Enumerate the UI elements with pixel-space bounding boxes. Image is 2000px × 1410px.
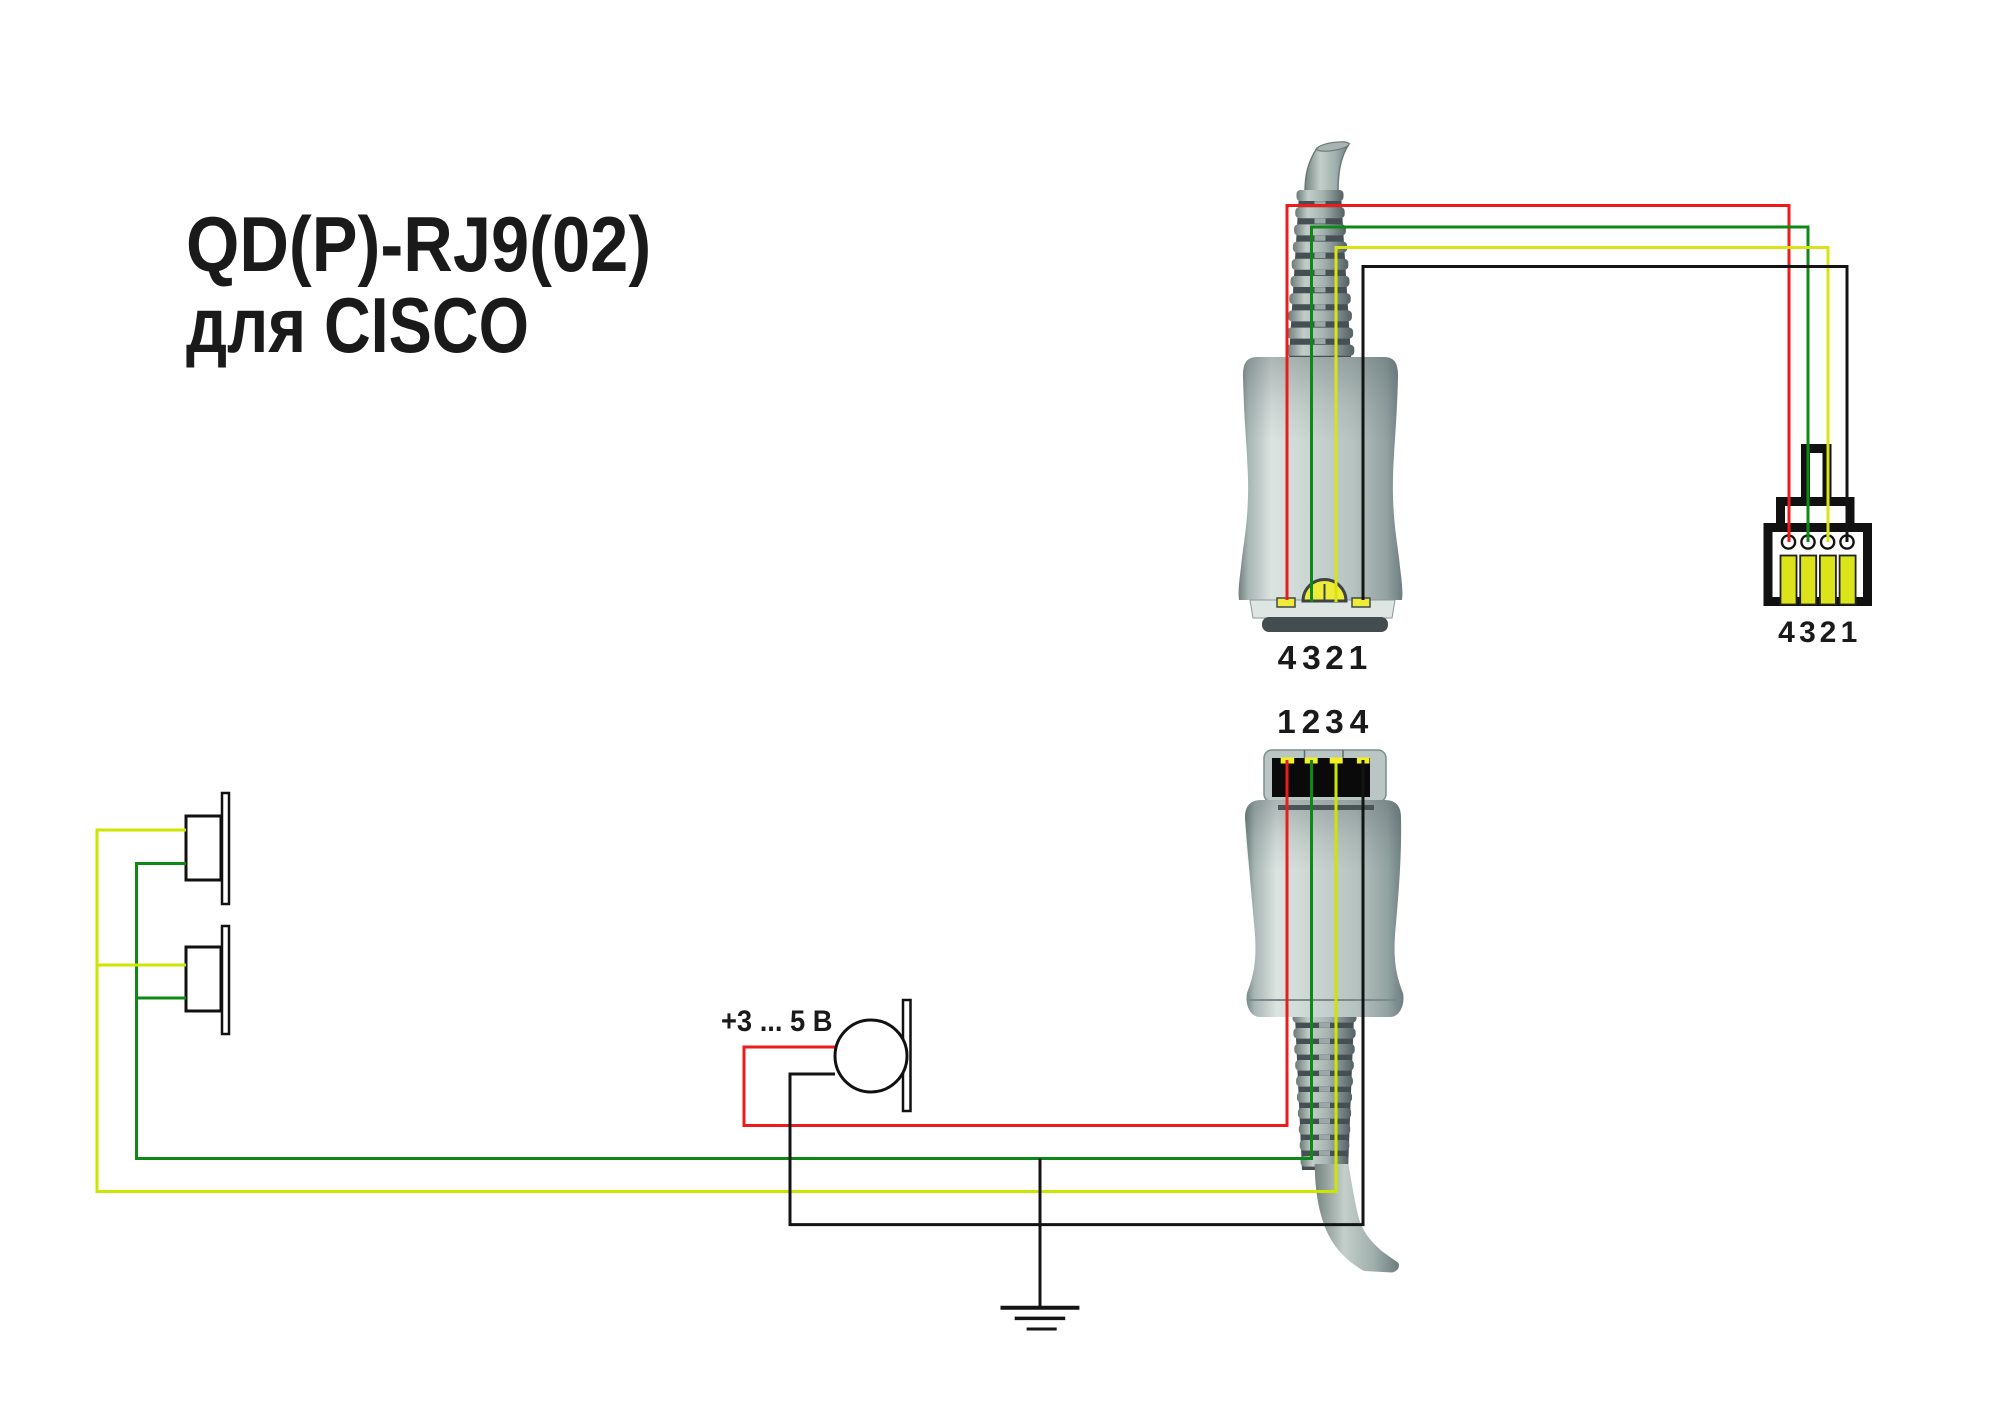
svg-text:2: 2 <box>1325 640 1344 677</box>
svg-text:1: 1 <box>1841 616 1858 649</box>
svg-text:для CISCO: для CISCO <box>186 282 529 369</box>
svg-text:4: 4 <box>1778 616 1795 649</box>
svg-text:4: 4 <box>1278 640 1297 677</box>
svg-text:2: 2 <box>1820 616 1837 649</box>
svg-text:4: 4 <box>1350 704 1369 741</box>
svg-text:2: 2 <box>1302 704 1321 741</box>
svg-text:+3 ... 5 В: +3 ... 5 В <box>721 1005 832 1038</box>
svg-text:3: 3 <box>1325 704 1344 741</box>
svg-text:1: 1 <box>1277 704 1296 741</box>
svg-text:QD(P)-RJ9(02): QD(P)-RJ9(02) <box>186 200 651 288</box>
svg-text:3: 3 <box>1799 616 1816 649</box>
svg-text:3: 3 <box>1302 640 1321 677</box>
svg-text:1: 1 <box>1349 640 1368 677</box>
